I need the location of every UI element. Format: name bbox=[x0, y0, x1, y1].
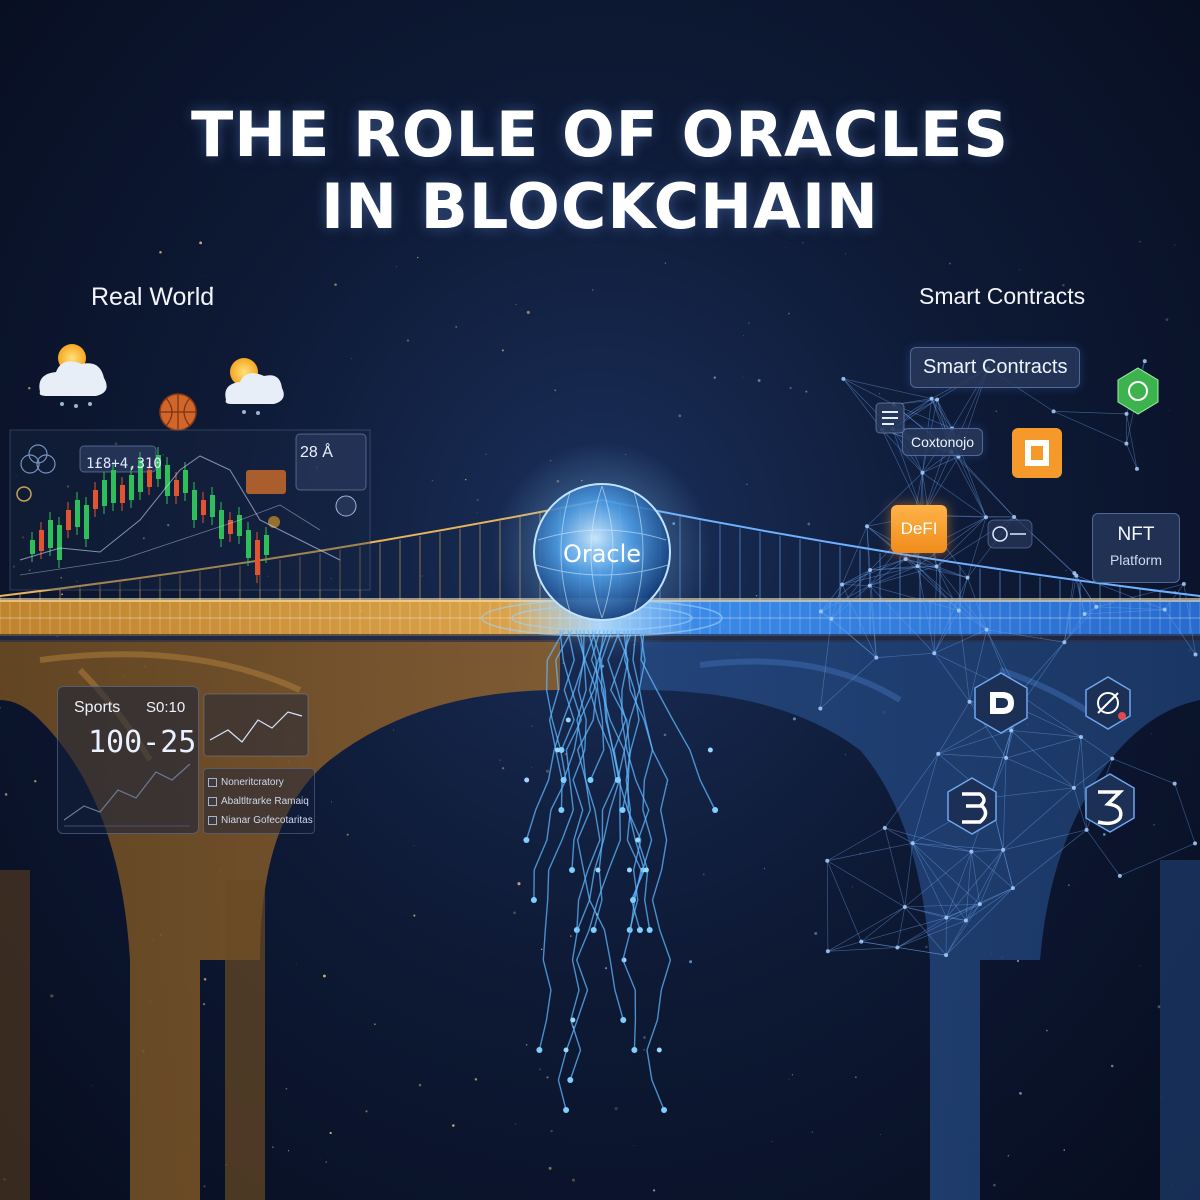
smart-contracts-chip: Smart Contracts bbox=[910, 347, 1081, 388]
sports-panel: Sports S0:10 100-25 bbox=[57, 686, 199, 834]
crypto-swirl-icon bbox=[1085, 676, 1131, 730]
crypto-b-icon bbox=[947, 777, 997, 835]
data-feed-list: Noneritcratory Abaltltrarke Ramaiq Niana… bbox=[203, 768, 315, 834]
defi-chip: DeFI bbox=[891, 505, 947, 553]
nft-platform-chip: NFT Platform bbox=[1092, 513, 1180, 583]
token-glyph-icon bbox=[987, 519, 1033, 549]
contract-chip: Coxtonojo bbox=[902, 428, 984, 456]
page-title-line-1: THE ROLE OF ORACLES bbox=[190, 98, 1010, 171]
sports-label: Sports bbox=[74, 699, 121, 716]
oracle-orb bbox=[481, 442, 723, 662]
market-ticker: 1£8+4,310 bbox=[86, 456, 162, 472]
list-item: Nianar Gofecotaritas bbox=[208, 815, 313, 826]
market-chart-panel bbox=[9, 429, 371, 591]
crypto-d-icon bbox=[974, 672, 1028, 734]
sports-time: S0:10 bbox=[146, 699, 186, 716]
sun-cloud-icon bbox=[225, 358, 284, 415]
nft-chip-line-2: Platform bbox=[1109, 552, 1163, 568]
crypto-3-icon bbox=[1085, 773, 1135, 833]
page-title-line-2: IN BLOCKCHAIN bbox=[321, 170, 879, 243]
list-item: Noneritcratory bbox=[208, 777, 284, 788]
right-bridge-arches bbox=[640, 640, 1200, 1200]
sports-score: 100-25 bbox=[88, 725, 197, 760]
green-token-icon bbox=[1117, 367, 1159, 415]
basketball-icon bbox=[159, 393, 197, 431]
oracle-label: Oracle bbox=[562, 540, 642, 568]
nft-chip-line-1: NFT bbox=[1117, 524, 1155, 545]
real-world-label: Real World bbox=[91, 283, 215, 311]
sun-cloud-icon bbox=[39, 344, 107, 408]
blockchain-logo-icon bbox=[1012, 428, 1062, 478]
smart-contracts-label: Smart Contracts bbox=[919, 283, 1086, 309]
small-badge-icon bbox=[875, 402, 905, 434]
list-item: Abaltltrarke Ramaiq bbox=[208, 796, 309, 807]
oracle-data-streams bbox=[523, 629, 719, 1113]
market-ticker-right: 28 Å bbox=[300, 444, 333, 461]
